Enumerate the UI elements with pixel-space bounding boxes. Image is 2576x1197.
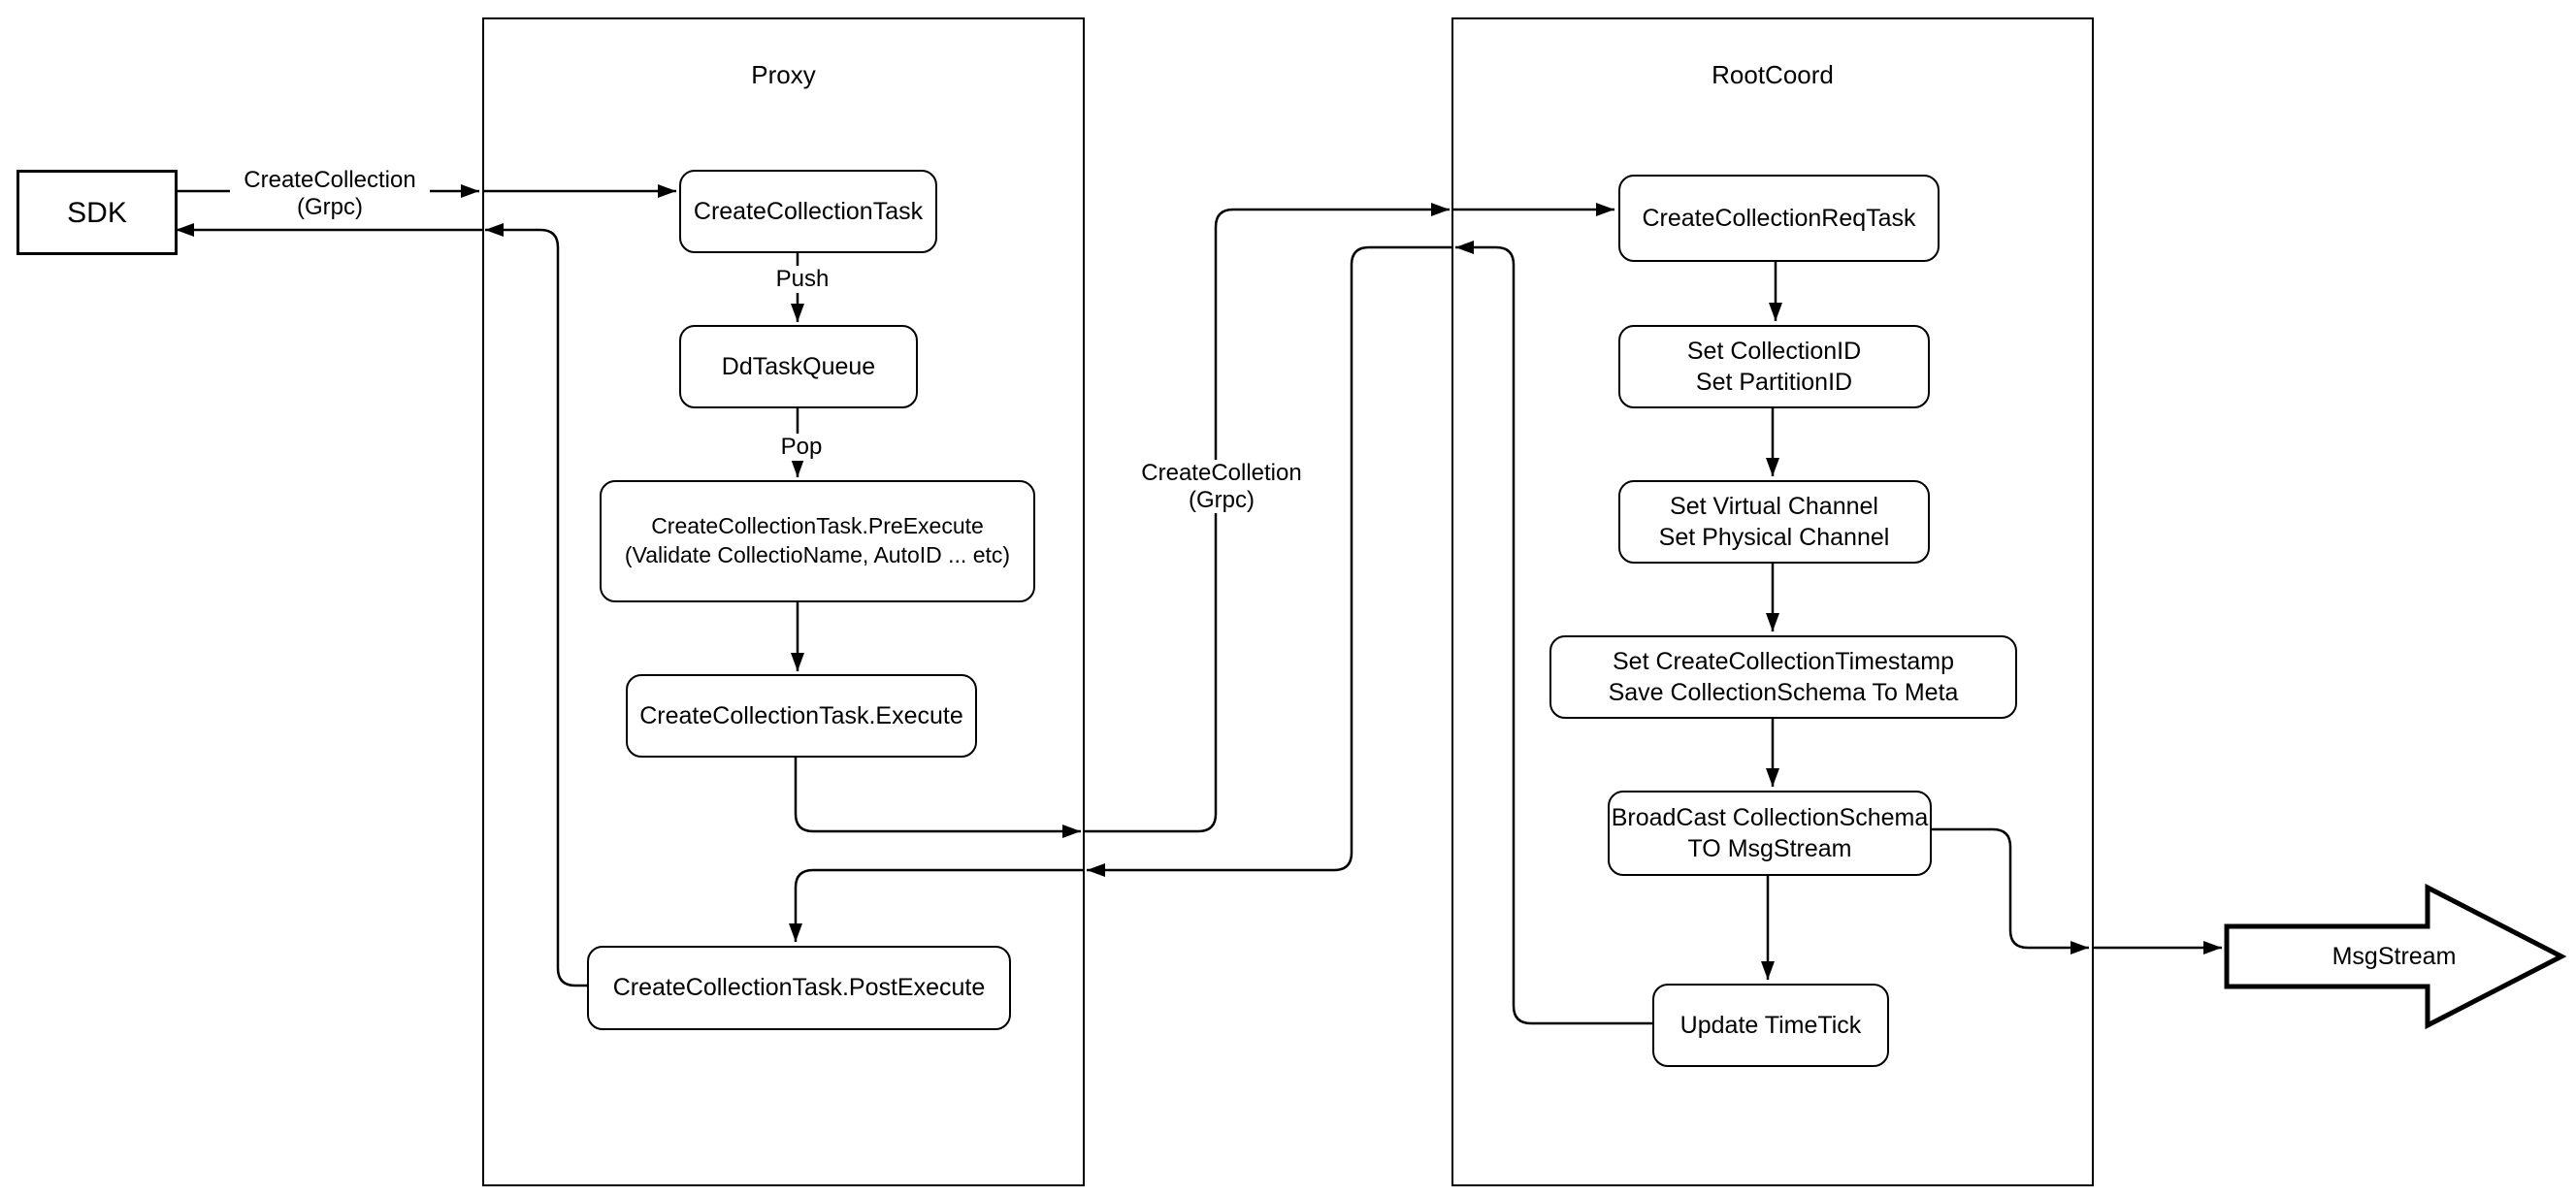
node-createcollectionreqtask-label: CreateCollectionReqTask — [1642, 204, 1916, 232]
node-settimestamp-line2: Save CollectionSchema To Meta — [1608, 679, 1959, 706]
rootcoord-container-title: RootCoord — [1452, 60, 2093, 90]
node-setids-line2: Set PartitionID — [1695, 369, 1853, 396]
rootcoord-title-text: RootCoord — [1712, 60, 1834, 89]
edge-label-createcollection-grpc: CreateCollection (Grpc) — [230, 167, 430, 221]
edge-label-pop: Pop — [766, 434, 836, 461]
edge-label-createcolletion-grpc: CreateColletion (Grpc) — [1124, 460, 1320, 514]
edge-proxy-border-to-rootcoord-border — [1084, 203, 1450, 833]
edge-label-push: Push — [764, 266, 841, 293]
node-setids-line1: Set CollectionID — [1686, 337, 1862, 365]
msgstream-label-text: MsgStream — [2331, 943, 2457, 970]
node-postexecute-label: CreateCollectionTask.PostExecute — [612, 974, 986, 1002]
msgstream-arrow-shape — [2224, 883, 2567, 1030]
node-broadcast-line2: TO MsgStream — [1687, 835, 1852, 862]
edge-label-push-text: Push — [775, 266, 830, 292]
edge-label-createcolletion-line1: CreateColletion — [1141, 460, 1302, 486]
node-broadcast-collectionschema: BroadCast CollectionSchema TO MsgStream — [1608, 791, 1932, 876]
node-execute: CreateCollectionTask.Execute — [626, 674, 977, 758]
node-createcollectionreqtask: CreateCollectionReqTask — [1618, 175, 1940, 262]
msgstream-label: MsgStream — [2227, 943, 2561, 971]
node-setchannels-line1: Set Virtual Channel — [1670, 492, 1878, 520]
edge-rootcoord-border-to-proxy-border — [1087, 245, 1452, 877]
node-execute-label: CreateCollectionTask.Execute — [639, 701, 963, 729]
node-setchannels-line2: Set Physical Channel — [1658, 524, 1890, 551]
edge-label-createcolletion-line2: (Grpc) — [1189, 486, 1255, 513]
edge-updatetimetick-to-rootcoord-border — [1455, 241, 1652, 1025]
proxy-container-title: Proxy — [483, 60, 1084, 90]
node-createcollectiontask-label: CreateCollectionTask — [693, 197, 924, 225]
edge-label-createcollection-line1: CreateCollection — [244, 167, 416, 193]
node-broadcast-line1: BroadCast CollectionSchema — [1611, 803, 1929, 831]
node-sdk-label: SDK — [67, 196, 127, 229]
node-set-collectionid-partitionid: Set CollectionID Set PartitionID — [1618, 325, 1930, 408]
edge-proxy-border-to-postexecute — [789, 868, 1084, 942]
edge-broadcast-to-rootcoord-border — [1928, 827, 2089, 954]
node-preexecute: CreateCollectionTask.PreExecute (Validat… — [600, 480, 1035, 602]
node-settimestamp-line1: Set CreateCollectionTimestamp — [1613, 647, 1954, 675]
node-createcollectiontask: CreateCollectionTask — [679, 170, 937, 253]
proxy-container-box — [482, 17, 1085, 1186]
node-set-virtual-physical-channel: Set Virtual Channel Set Physical Channel — [1618, 480, 1930, 564]
node-postexecute: CreateCollectionTask.PostExecute — [587, 946, 1011, 1030]
node-preexecute-line2: (Validate CollectioName, AutoID ... etc) — [624, 542, 1011, 567]
node-preexecute-line1: CreateCollectionTask.PreExecute — [651, 513, 984, 539]
edge-postexecute-to-proxy-border — [485, 223, 587, 987]
node-ddtaskqueue: DdTaskQueue — [679, 325, 918, 408]
rootcoord-container-box — [1451, 17, 2094, 1186]
edge-label-createcollection-line2: (Grpc) — [297, 193, 363, 220]
edge-execute-to-proxy-border — [794, 754, 1081, 838]
node-set-timestamp-save-schema: Set CreateCollectionTimestamp Save Colle… — [1549, 635, 2017, 719]
proxy-title-text: Proxy — [751, 60, 816, 89]
edge-label-pop-text: Pop — [780, 434, 823, 460]
node-updatetimetick-label: Update TimeTick — [1679, 1011, 1862, 1039]
node-sdk: SDK — [16, 170, 178, 255]
node-ddtaskqueue-label: DdTaskQueue — [721, 352, 876, 380]
node-updatetimetick: Update TimeTick — [1652, 984, 1889, 1067]
